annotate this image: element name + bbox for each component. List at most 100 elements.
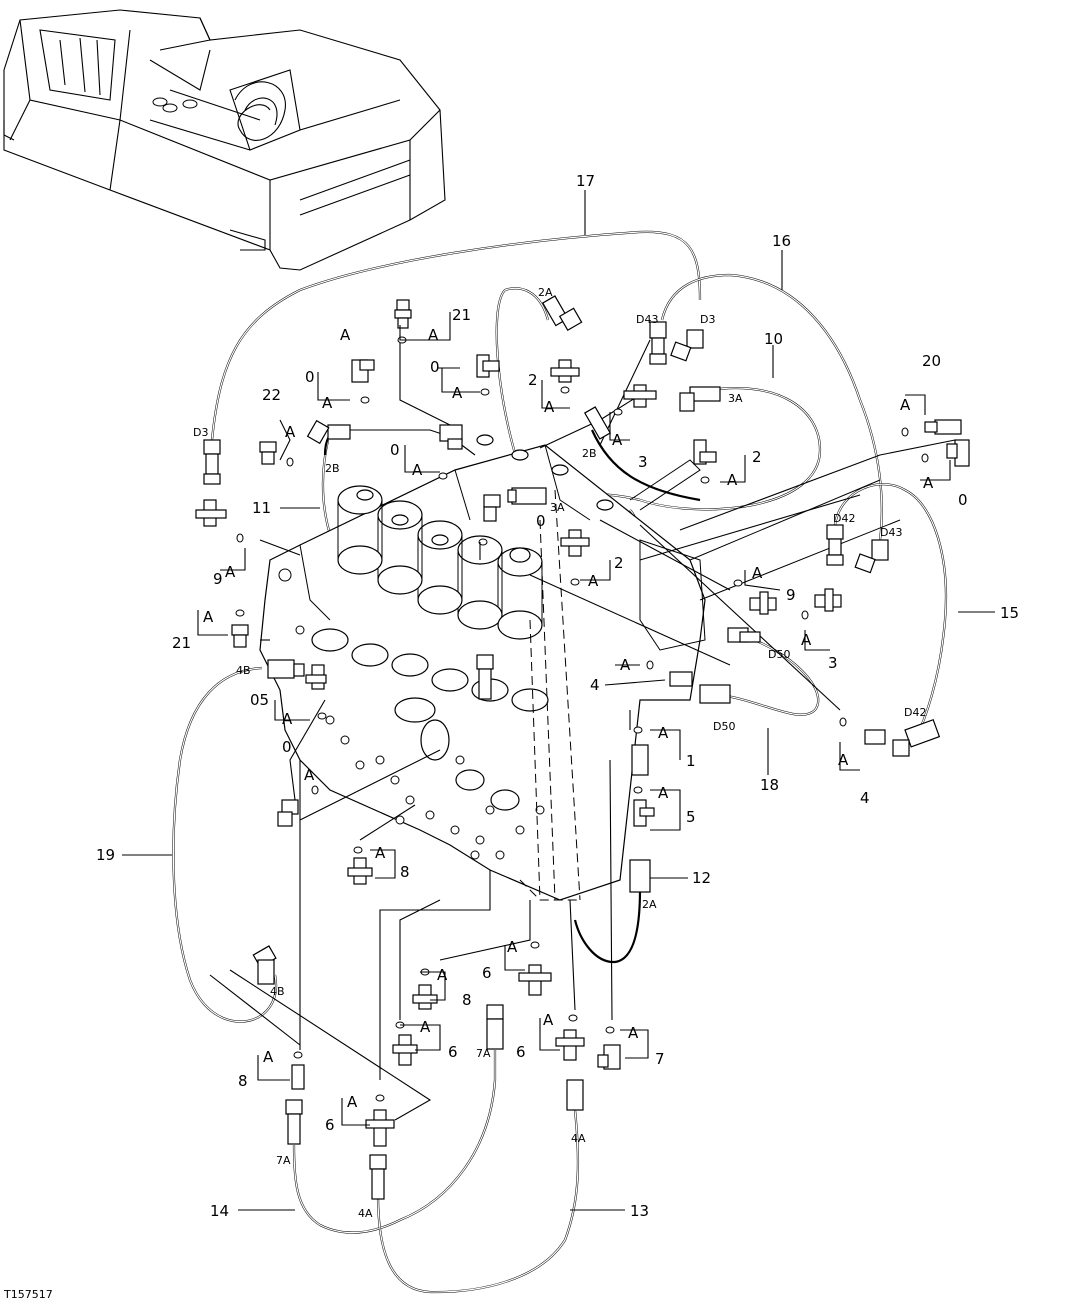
callout-8: 8 (238, 1072, 248, 1090)
callout-8: 8 (400, 863, 410, 881)
a-markers: A A A A A A A A A A A A A A A A A A A A … (203, 326, 934, 1111)
callout-13: 13 (630, 1202, 649, 1220)
a-marker: A (340, 326, 351, 344)
callout-6: 6 (448, 1043, 458, 1061)
port-label-7a: 7A (476, 1047, 491, 1060)
callout-21: 21 (172, 634, 191, 652)
figure-id: T157517 (3, 1288, 53, 1301)
callout-numbers: 17 16 21 0 0 22 0 2 3 10 2 20 0 11 9 0 2… (96, 172, 1019, 1220)
port-label-d50: D50 (768, 648, 790, 661)
port-label-d42: D42 (833, 512, 855, 525)
a-marker: A (375, 844, 386, 862)
a-marker: A (658, 784, 669, 802)
a-marker: A (347, 1093, 358, 1111)
a-marker: A (282, 710, 293, 728)
port-label-4b: 4B (270, 985, 285, 998)
a-marker: A (437, 966, 448, 984)
port-label-2a: 2A (642, 898, 657, 911)
port-label-7a: 7A (276, 1154, 291, 1167)
port-label-3a: 3A (550, 501, 565, 514)
a-marker: A (612, 431, 623, 449)
a-marker: A (304, 766, 315, 784)
callout-6: 6 (482, 964, 492, 982)
a-marker: A (544, 398, 555, 416)
callout-brackets (197, 312, 951, 1126)
callout-12: 12 (692, 869, 711, 887)
callout-1: 1 (686, 752, 696, 770)
a-marker: A (727, 471, 738, 489)
port-label-d43: D43 (880, 526, 902, 539)
callout-16: 16 (772, 232, 791, 250)
callout-10: 10 (764, 330, 783, 348)
callout-4: 4 (860, 789, 870, 807)
a-marker: A (428, 326, 439, 344)
a-marker: A (203, 608, 214, 626)
callout-4: 4 (590, 676, 600, 694)
callout-20: 20 (922, 352, 941, 370)
port-label-d42: D42 (904, 706, 926, 719)
a-marker: A (225, 563, 236, 581)
callout-9: 9 (786, 586, 796, 604)
a-marker: A (658, 724, 669, 742)
a-marker: A (628, 1024, 639, 1042)
callout-7: 7 (655, 1050, 665, 1068)
excavator-location-inset (3, 9, 446, 271)
callout-3: 3 (828, 654, 838, 672)
a-marker: A (322, 394, 333, 412)
callout-0: 0 (305, 368, 315, 386)
port-labels: 2A D43 D3 3A D3 2B 2B 3A D42 D43 D50 D50… (193, 286, 926, 1220)
callout-21: 21 (452, 306, 471, 324)
a-marker: A (420, 1018, 431, 1036)
callout-22: 22 (262, 386, 281, 404)
port-label-3a: 3A (728, 392, 743, 405)
callout-14: 14 (210, 1202, 229, 1220)
a-marker: A (838, 751, 849, 769)
o-rings (235, 336, 929, 1102)
a-marker: A (620, 656, 631, 674)
a-marker: A (412, 461, 423, 479)
callout-18: 18 (760, 776, 779, 794)
port-label-4b: 4B (236, 664, 251, 677)
a-marker: A (588, 572, 599, 590)
a-marker: A (285, 423, 296, 441)
a-marker: A (452, 384, 463, 402)
callout-6: 6 (516, 1043, 526, 1061)
port-label-d43: D43 (636, 313, 658, 326)
callout-5: 5 (686, 808, 696, 826)
callout-15: 15 (1000, 604, 1019, 622)
port-label-2b: 2B (325, 462, 340, 475)
fittings (195, 295, 970, 1200)
port-label-2b: 2B (582, 447, 597, 460)
callout-3: 3 (638, 453, 648, 471)
a-marker: A (923, 474, 934, 492)
callout-6: 6 (325, 1116, 335, 1134)
port-label-4a: 4A (358, 1207, 373, 1220)
a-marker: A (543, 1011, 554, 1029)
a-marker: A (752, 564, 763, 582)
callout-19: 19 (96, 846, 115, 864)
port-label-2a: 2A (538, 286, 553, 299)
port-label-d3: D3 (700, 313, 715, 326)
callout-2: 2 (752, 448, 762, 466)
port-label-d50: D50 (713, 720, 735, 733)
callout-2: 2 (614, 554, 624, 572)
callout-17: 17 (576, 172, 595, 190)
a-marker: A (263, 1048, 274, 1066)
callout-0: 0 (430, 358, 440, 376)
callout-2: 2 (528, 371, 538, 389)
a-marker: A (900, 396, 911, 414)
callout-9: 9 (213, 570, 223, 588)
callout-0: 0 (390, 441, 400, 459)
callout-11: 11 (252, 499, 271, 517)
callout-05: 05 (250, 691, 269, 709)
port-label-4a: 4A (571, 1132, 586, 1145)
a-marker: A (507, 938, 518, 956)
a-marker: A (801, 631, 812, 649)
callout-0: 0 (536, 512, 546, 530)
callout-0: 0 (958, 491, 968, 509)
control-valve-body (259, 434, 901, 901)
callout-8: 8 (462, 991, 472, 1009)
port-label-d3: D3 (193, 426, 208, 439)
callout-0: 0 (282, 738, 292, 756)
